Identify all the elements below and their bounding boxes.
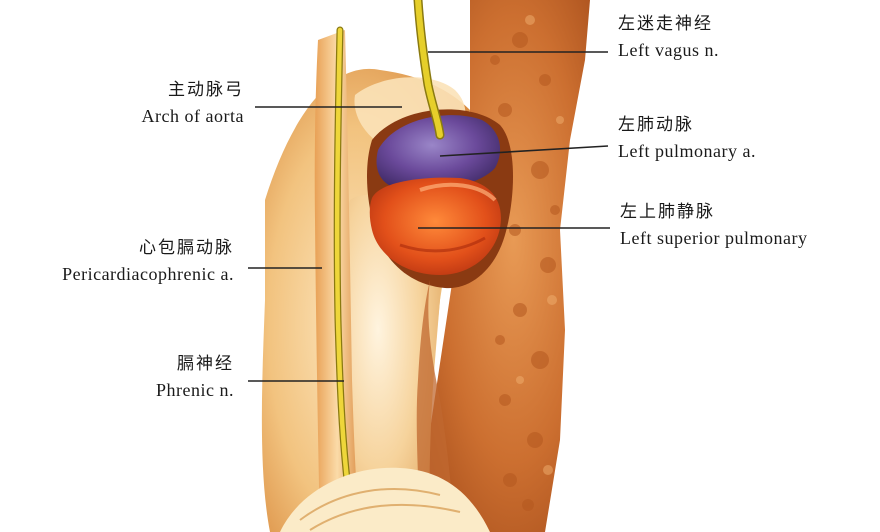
label-left-pulmonary-artery-en: Left pulmonary a. (618, 141, 756, 162)
label-arch-of-aorta: 主动脉弓 Arch of aorta (142, 80, 244, 128)
label-phrenic: 膈神经 Phrenic n. (156, 354, 234, 402)
label-left-superior-pulmonary-en: Left superior pulmonary (620, 228, 808, 249)
diaphragm (280, 467, 490, 532)
label-phrenic-en: Phrenic n. (156, 380, 234, 401)
bronchial-vessels (416, 280, 455, 532)
label-phrenic-zh: 膈神经 (177, 354, 234, 374)
label-arch-of-aorta-en: Arch of aorta (141, 106, 244, 127)
label-left-vagus: 左迷走神经 Left vagus n. (618, 14, 719, 62)
label-left-vagus-en: Left vagus n. (618, 40, 719, 61)
label-pericardiacophrenic: 心包膈动脉 Pericardiacophrenic a. (62, 238, 234, 286)
label-left-pulmonary-artery-zh: 左肺动脉 (618, 115, 694, 135)
left-superior-pulmonary-vein-shape (369, 177, 501, 275)
lung-tissue (420, 0, 590, 532)
label-left-superior-pulmonary: 左上肺静脉 Left superior pulmonary (620, 202, 807, 250)
left-pulmonary-artery-shape (376, 115, 501, 191)
leader-lines (248, 51, 610, 382)
leader-left-pulmonary-artery (439, 145, 609, 157)
label-pericardiacophrenic-zh: 心包膈动脉 (139, 238, 234, 258)
label-left-vagus-zh: 左迷走神经 (618, 14, 713, 34)
label-left-pulmonary-artery: 左肺动脉 Left pulmonary a. (618, 115, 756, 163)
label-left-superior-pulmonary-zh: 左上肺静脉 (620, 202, 715, 222)
lung-texture (490, 32, 560, 511)
label-pericardiacophrenic-en: Pericardiacophrenic a. (62, 264, 234, 285)
label-arch-of-aorta-zh: 主动脉弓 (168, 80, 244, 100)
